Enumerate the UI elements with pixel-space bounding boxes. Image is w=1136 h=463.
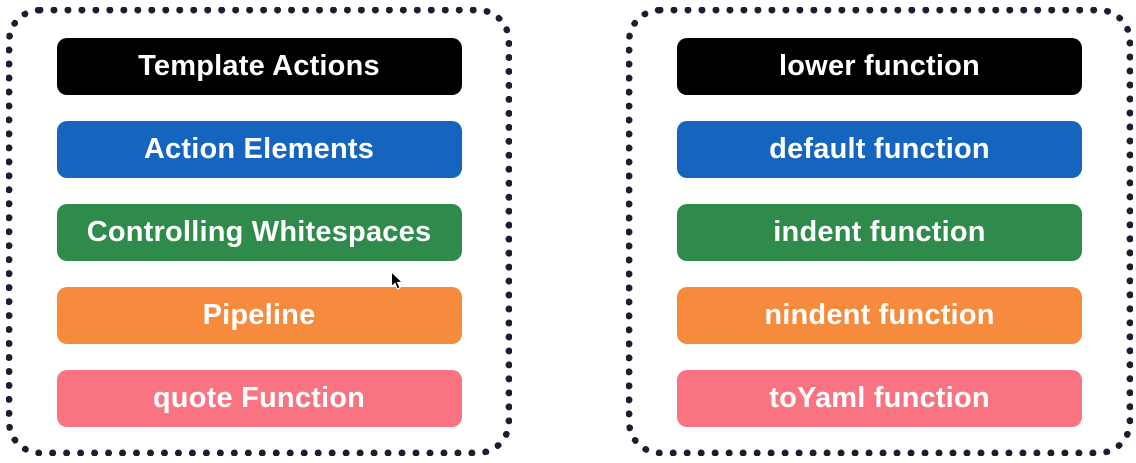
default-function-pill: default function [677,121,1082,178]
action-elements-pill: Action Elements [56,121,462,178]
toyaml-function-pill: toYaml function [677,370,1082,427]
template-functions-panel: lower function default function indent fun… [626,7,1133,456]
nindent-function-pill: nindent function [677,287,1082,344]
pipeline-pill: Pipeline [56,287,462,344]
template-actions-pill: Template Actions [56,38,462,95]
controlling-whitespaces-pill: Controlling Whitespaces [56,204,462,261]
lower-function-pill: lower function [677,38,1082,95]
quote-function-pill: quote Function [56,370,462,427]
indent-function-pill: indent function [677,204,1082,261]
